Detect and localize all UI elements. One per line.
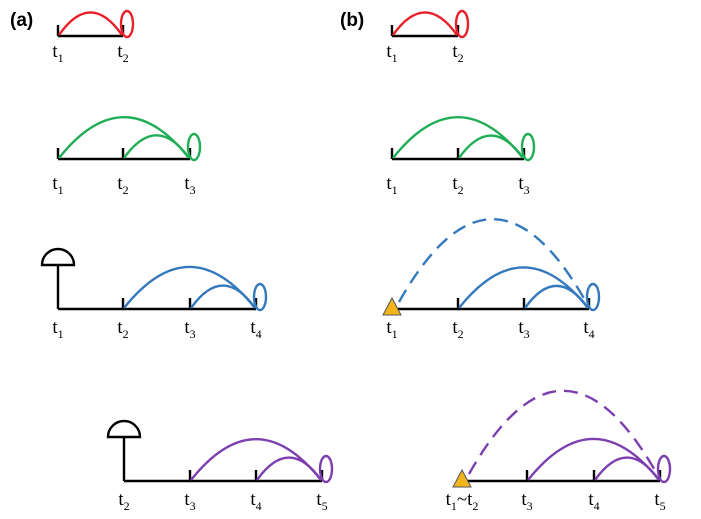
sensor-dome-p0-r3 <box>106 419 142 439</box>
tick-label-p1-r0-0: t1 <box>386 41 397 65</box>
triangle-marker-p1-r3 <box>452 468 472 488</box>
arc-dashed-p1-r3 <box>467 389 659 475</box>
tick-label-p0-r3-2: t4 <box>250 489 261 513</box>
tick-label-p1-r3-1: t3 <box>521 489 532 513</box>
tick-label-p1-r3-3: t5 <box>654 489 665 513</box>
tick-label-p1-r2-3: t4 <box>583 317 594 341</box>
tick-label-p0-r1-0: t1 <box>52 173 63 197</box>
tick-label-p0-r3-1: t3 <box>184 489 195 513</box>
arc-p1-r3-2 <box>594 456 660 481</box>
tick-label-p0-r2-0: t1 <box>52 317 63 341</box>
tick-label-p1-r2-2: t3 <box>518 317 529 341</box>
panel-b-label: (b) <box>340 10 364 31</box>
arc-p1-r1-1 <box>458 134 524 159</box>
loop-p0-r3 <box>318 454 334 484</box>
tick-label-p0-r3-0: t2 <box>118 489 129 513</box>
tick-label-p0-r0-1: t2 <box>117 41 128 65</box>
loop-p1-r3 <box>656 454 672 484</box>
loop-p1-r1 <box>520 132 536 162</box>
arc-p0-r2-2 <box>190 284 256 309</box>
panel-a-label: (a) <box>10 10 33 31</box>
tick-label-p1-r0-1: t2 <box>452 41 463 65</box>
tick-label-p1-r1-0: t1 <box>386 173 397 197</box>
tick-label-p0-r3-3: t5 <box>316 489 327 513</box>
arc-dashed-p1-r2 <box>397 217 588 303</box>
arc-p0-r3-2 <box>256 456 322 481</box>
loop-p0-r1 <box>186 132 202 162</box>
loop-p1-r2 <box>585 282 601 312</box>
tick-label-p0-r2-2: t3 <box>184 317 195 341</box>
sensor-dome-p0-r2 <box>40 247 76 267</box>
tick-label-p1-r2-0: t1 <box>386 317 397 341</box>
loop-p0-r2 <box>252 282 268 312</box>
tick-label-p1-r1-2: t3 <box>518 173 529 197</box>
arc-p1-r0-0 <box>392 11 458 36</box>
tick-label-p1-r1-1: t2 <box>452 173 463 197</box>
tick-label-p0-r1-1: t2 <box>117 173 128 197</box>
arc-p0-r1-1 <box>123 134 190 159</box>
tick-label-p1-r2-1: t2 <box>452 317 463 341</box>
triangle-marker-p1-r2 <box>382 296 402 316</box>
tick-label-p0-r2-1: t2 <box>117 317 128 341</box>
tick-label-p0-r0-0: t1 <box>52 41 63 65</box>
arc-p1-r2-2 <box>524 284 589 309</box>
tick-label-p1-r3-0: t1~t2 <box>446 489 479 513</box>
tick-label-p1-r3-2: t4 <box>588 489 599 513</box>
loop-p1-r0 <box>454 9 470 39</box>
tick-label-p0-r2-3: t4 <box>250 317 261 341</box>
tick-label-p0-r1-2: t3 <box>184 173 195 197</box>
loop-p0-r0 <box>119 9 135 39</box>
arc-p0-r0-0 <box>58 11 123 36</box>
